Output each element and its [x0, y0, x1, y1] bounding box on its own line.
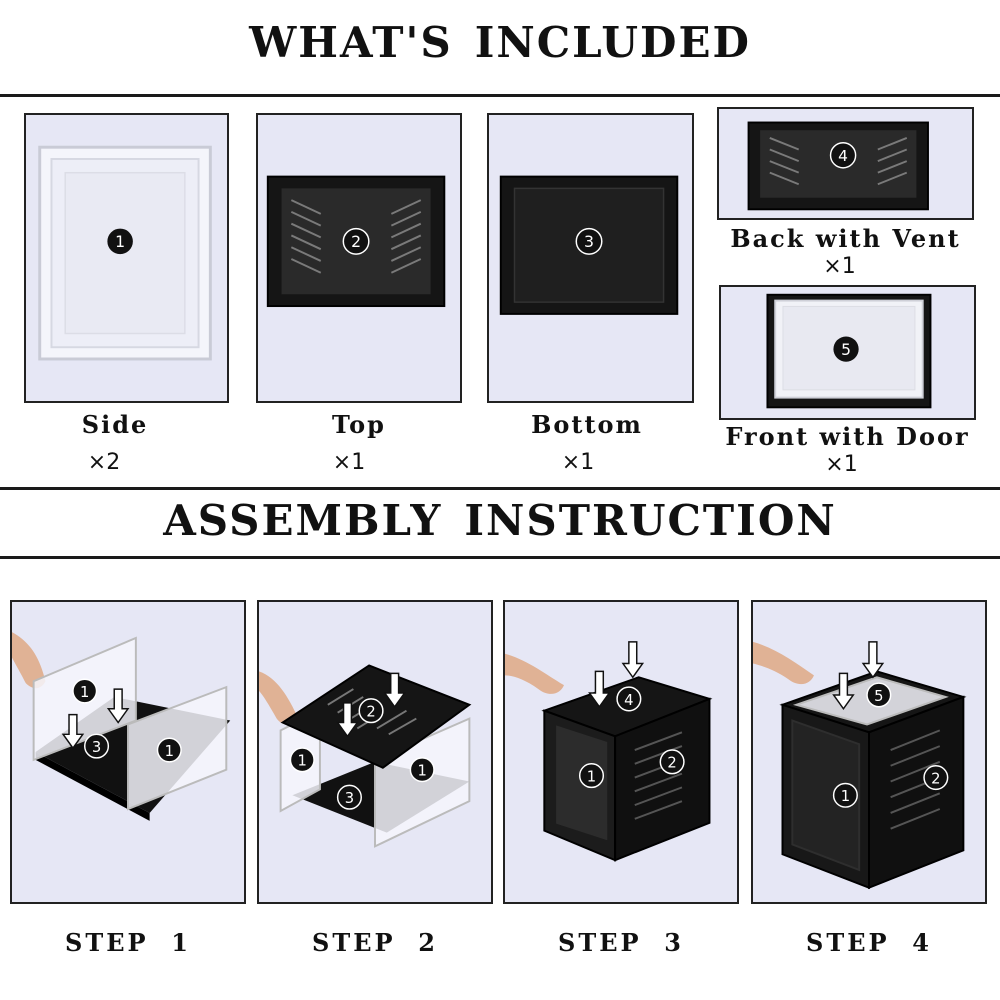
svg-text:5: 5 — [874, 688, 883, 705]
part-panel-back: 4 — [717, 107, 974, 220]
step-word: STEP — [558, 928, 642, 957]
whats-included-title: WHAT'S INCLUDED — [0, 18, 1000, 67]
hand-icon — [753, 641, 814, 685]
hand-icon — [12, 632, 46, 689]
step-word: STEP — [65, 928, 149, 957]
step-3-label: STEP 3 — [503, 928, 739, 957]
step-4-panel: 5 1 2 — [751, 600, 987, 904]
part-name-top: Top — [332, 410, 386, 439]
part-panel-top: 2 — [256, 113, 462, 403]
part-qty-front-door: ×1 — [825, 452, 858, 477]
part-name-front-door: Front with Door — [725, 422, 970, 451]
title-word: WHAT'S — [249, 18, 453, 67]
step-word: STEP — [806, 928, 890, 957]
svg-text:1: 1 — [298, 753, 307, 770]
divider-middle — [0, 487, 1000, 490]
svg-text:5: 5 — [841, 341, 851, 359]
hand-icon — [505, 653, 564, 694]
part-qty-bottom: ×1 — [561, 450, 595, 475]
divider-top — [0, 94, 1000, 97]
svg-text:4: 4 — [838, 147, 848, 165]
svg-text:3: 3 — [345, 790, 354, 807]
clear-front-door-panel-icon: 5 — [766, 293, 932, 409]
title-word: ASSEMBLY — [163, 496, 443, 545]
svg-text:1: 1 — [80, 684, 89, 701]
assembly-instruction-title: ASSEMBLY INSTRUCTION — [0, 496, 1000, 545]
step-4-label: STEP 4 — [751, 928, 987, 957]
step-2-panel: 2 1 1 3 — [257, 600, 493, 904]
svg-text:1: 1 — [165, 743, 174, 760]
part-qty-back-vent: ×1 — [823, 254, 856, 279]
part-panel-front: 5 — [719, 285, 976, 420]
black-vented-top-panel-icon: 2 — [266, 175, 446, 308]
part-name-bottom: Bottom — [531, 410, 643, 439]
step-2-illustration: 2 1 1 3 — [259, 664, 472, 848]
black-vented-back-panel-icon: 4 — [747, 121, 929, 211]
svg-text:4: 4 — [624, 692, 633, 709]
title-word: INSTRUCTION — [464, 496, 837, 545]
step-2-label: STEP 2 — [257, 928, 493, 957]
svg-text:2: 2 — [351, 232, 361, 251]
svg-text:2: 2 — [667, 755, 676, 772]
svg-text:1: 1 — [587, 768, 596, 785]
svg-text:1: 1 — [417, 763, 426, 780]
svg-text:1: 1 — [841, 788, 850, 805]
step-number: 4 — [912, 928, 932, 957]
part-qty-side: ×2 — [87, 450, 121, 475]
step-4-illustration: 5 1 2 — [753, 641, 967, 890]
title-word: INCLUDED — [474, 18, 751, 67]
divider-lower — [0, 556, 1000, 559]
step-number: 2 — [418, 928, 438, 957]
part-qty-top: ×1 — [332, 450, 366, 475]
part-panel-side: 1 — [24, 113, 229, 403]
step-1-illustration: 1 3 1 — [12, 632, 231, 821]
svg-text:3: 3 — [584, 232, 594, 251]
svg-text:2: 2 — [931, 770, 940, 787]
step-number: 3 — [664, 928, 684, 957]
step-3-panel: 4 1 2 — [503, 600, 739, 904]
clear-side-panel-icon: 1 — [38, 145, 212, 361]
part-name-back-vent: Back with Vent — [730, 224, 961, 253]
svg-text:1: 1 — [115, 232, 125, 251]
step-1-panel: 1 3 1 — [10, 600, 246, 904]
part-panel-bottom: 3 — [487, 113, 694, 403]
hand-icon — [259, 671, 299, 725]
black-bottom-panel-icon: 3 — [499, 175, 679, 315]
step-word: STEP — [312, 928, 396, 957]
svg-text:2: 2 — [366, 704, 375, 721]
part-name-side: Side — [81, 410, 149, 439]
step-number: 1 — [171, 928, 191, 957]
step-3-illustration: 4 1 2 — [505, 641, 713, 862]
step-1-label: STEP 1 — [10, 928, 246, 957]
svg-text:3: 3 — [92, 739, 101, 756]
